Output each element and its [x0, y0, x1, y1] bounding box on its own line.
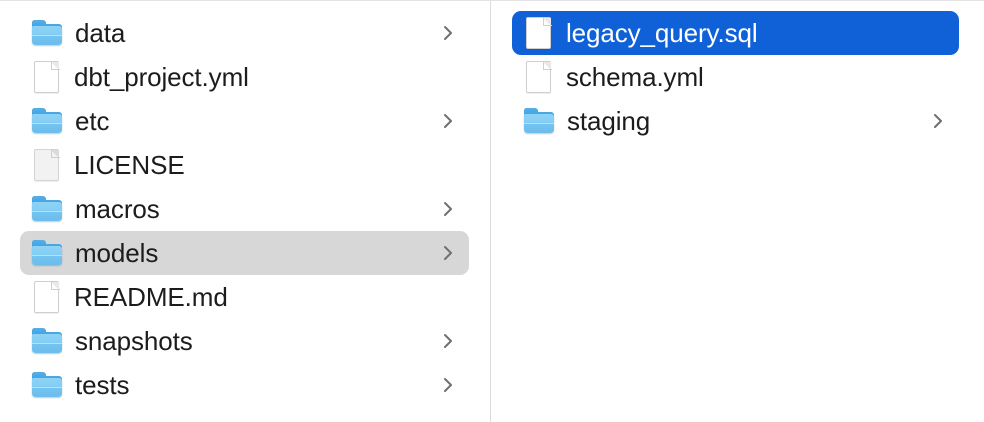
folder-row[interactable]: macros: [20, 187, 469, 231]
file-row[interactable]: legacy_query.sql: [512, 11, 959, 55]
item-label: etc: [75, 106, 110, 136]
file-row[interactable]: dbt_project.yml: [20, 55, 469, 99]
folder-row[interactable]: etc: [20, 99, 469, 143]
folder-row[interactable]: tests: [20, 363, 469, 407]
folder-icon: [31, 326, 65, 356]
chevron-right-icon[interactable]: [442, 375, 455, 395]
file-row[interactable]: LICENSE: [20, 143, 469, 187]
folder-icon: [31, 106, 65, 136]
item-label: dbt_project.yml: [74, 62, 249, 92]
folder-row[interactable]: data: [20, 11, 469, 55]
folder-icon: [31, 238, 65, 268]
document-icon: [526, 16, 553, 50]
folder-row[interactable]: models: [20, 231, 469, 275]
folder-row[interactable]: staging: [512, 99, 959, 143]
chevron-right-icon[interactable]: [442, 199, 455, 219]
folder-row[interactable]: snapshots: [20, 319, 469, 363]
document-icon: [34, 280, 61, 314]
item-label: legacy_query.sql: [566, 18, 758, 48]
item-label: staging: [567, 106, 651, 136]
file-row[interactable]: schema.yml: [512, 55, 959, 99]
file-row[interactable]: README.md: [20, 275, 469, 319]
chevron-right-icon[interactable]: [442, 243, 455, 263]
document-icon: [34, 60, 61, 94]
document-icon: [526, 60, 553, 94]
folder-icon: [523, 106, 557, 136]
chevron-right-icon[interactable]: [442, 111, 455, 131]
item-label: snapshots: [75, 326, 193, 356]
folder-icon: [31, 194, 65, 224]
folder-icon: [31, 18, 65, 48]
item-label: models: [75, 238, 159, 268]
item-label: LICENSE: [74, 150, 185, 180]
chevron-right-icon[interactable]: [932, 111, 945, 131]
chevron-right-icon[interactable]: [442, 331, 455, 351]
item-label: README.md: [74, 282, 228, 312]
item-label: data: [75, 18, 126, 48]
folder-icon: [31, 370, 65, 400]
file-column-2: legacy_query.sql schema.yml staging: [491, 1, 983, 422]
item-label: macros: [75, 194, 160, 224]
item-label: schema.yml: [566, 62, 704, 92]
chevron-right-icon[interactable]: [442, 23, 455, 43]
item-label: tests: [75, 370, 130, 400]
document-icon: [34, 148, 61, 182]
